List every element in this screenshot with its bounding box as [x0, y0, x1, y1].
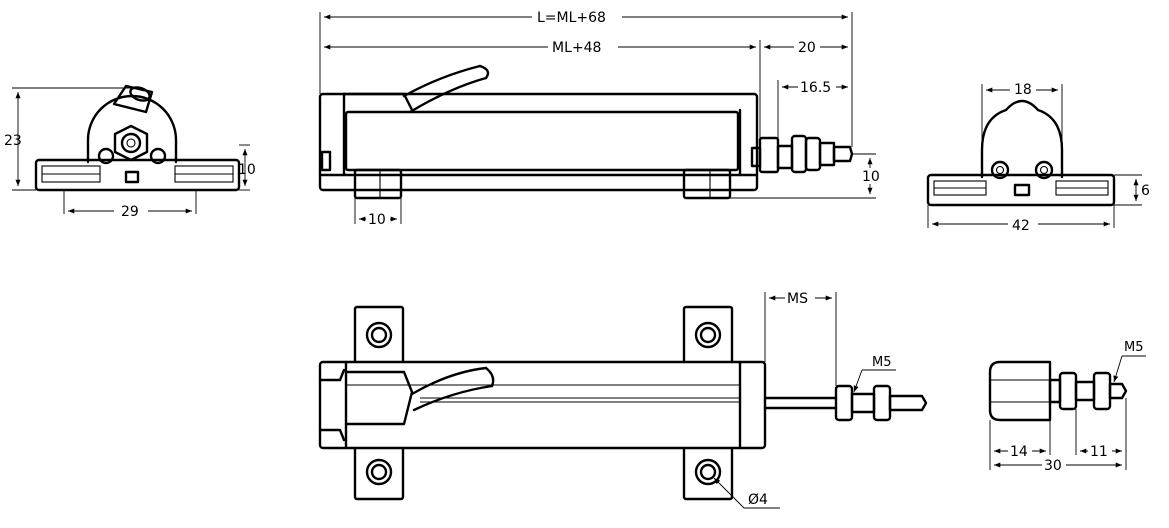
dim-right-height: 6 [1141, 183, 1150, 199]
dim-detail-thread: 11 [1090, 444, 1108, 460]
dim-left-width: 29 [121, 204, 139, 220]
dim-right-width: 42 [1012, 218, 1030, 234]
label-thread-rod: M5 [872, 355, 892, 370]
dim-right-top-width: 18 [1014, 82, 1032, 98]
rod-detail-view: M5 14 11 30 [988, 340, 1146, 474]
dim-left-height: 23 [4, 133, 22, 149]
dim-measure-length: ML+48 [552, 40, 601, 56]
label-hole-diameter: Ø4 [748, 492, 768, 508]
dim-left-side-height: 10 [238, 162, 256, 178]
label-thread-detail: M5 [1124, 340, 1144, 355]
top-view: MS M5 Ø4 [318, 288, 928, 509]
right-end-view: 18 6 42 [926, 80, 1150, 234]
dim-total-length: L=ML+68 [537, 10, 606, 26]
dim-rod-extension: 20 [798, 40, 816, 56]
dim-rod-tip: 16.5 [800, 80, 831, 96]
dim-stroke: MS [787, 291, 808, 307]
left-end-view: 23 10 29 [4, 84, 256, 220]
dim-detail-body: 14 [1010, 444, 1028, 460]
dim-detail-total: 30 [1044, 458, 1062, 474]
dim-foot-width: 10 [368, 212, 386, 228]
dim-rod-height: 10 [862, 169, 880, 185]
main-side-view: L=ML+68 ML+48 20 16.5 10 10 [318, 8, 882, 228]
